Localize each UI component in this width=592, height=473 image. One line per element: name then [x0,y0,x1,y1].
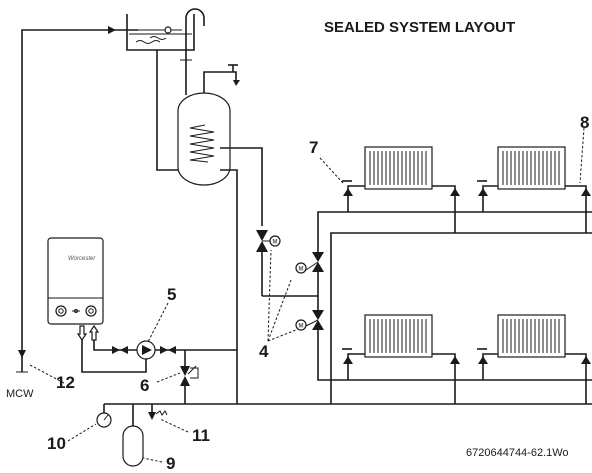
upper-return-main [330,232,592,404]
radiator-lower-left [342,314,460,404]
coil-flow-pipe [220,147,263,226]
callout-12: 12 [56,373,75,392]
svg-text:M: M [273,240,278,246]
diagram-title: SEALED SYSTEM LAYOUT [324,19,515,36]
cold-feed-pipe [156,50,178,171]
boiler-return-pipe [81,340,147,373]
cold-water-main-pipe [16,26,138,373]
callout-9: 9 [166,454,175,473]
automatic-bypass-valve [180,350,199,404]
callout-11: 11 [192,426,210,445]
callout-6: 6 [140,376,149,395]
callout-10: 10 [47,434,66,453]
zone-valve-lower: M [295,296,592,381]
mcw-label: MCW [6,388,34,400]
radiator-upper-left [342,146,460,233]
boiler-logo: Worcester [68,256,96,262]
expansion-vessel [122,404,144,467]
reference-number: 6720644744-62.1Wo [466,447,569,459]
hot-water-cylinder [177,92,231,186]
coil-return-pipe [220,169,238,350]
radiator-lower-right [477,314,591,404]
zone-valve-upper: M [295,211,592,296]
zone-valve-hw: M [256,230,281,296]
callout-leaders [29,127,585,463]
svg-text:M: M [299,267,304,273]
callout-7: 7 [309,138,318,157]
svg-text:M: M [299,324,304,330]
boiler-unit: Worcester [47,237,104,342]
feed-expansion-cistern [126,14,195,51]
pressure-gauge [96,404,112,428]
radiator-upper-right [477,146,591,233]
open-vent-pipe [180,8,205,95]
callout-4: 4 [259,342,269,361]
circulating-pump [112,340,176,360]
pressure-relief-valve [148,404,168,420]
hot-water-tap [203,64,240,95]
boiler-flow-pipe [93,340,237,351]
callout-5: 5 [167,285,176,304]
callout-8: 8 [580,113,589,132]
